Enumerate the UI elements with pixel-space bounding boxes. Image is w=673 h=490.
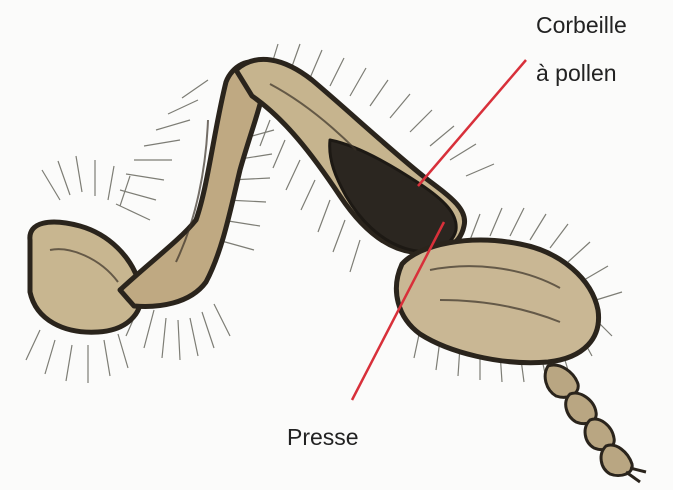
femur-segment: [120, 62, 265, 306]
corbeille-label-line2: à pollen: [536, 60, 617, 86]
basitarsus-segment: [396, 240, 598, 363]
corbeille-label-line1: Corbeille: [536, 12, 627, 38]
coxa-segment: [30, 222, 141, 332]
presse-label: Presse: [287, 424, 359, 450]
leg-segments: [30, 59, 646, 482]
corbeille-pointer-line: [418, 60, 526, 186]
tarsal-segment-4: [601, 445, 632, 475]
